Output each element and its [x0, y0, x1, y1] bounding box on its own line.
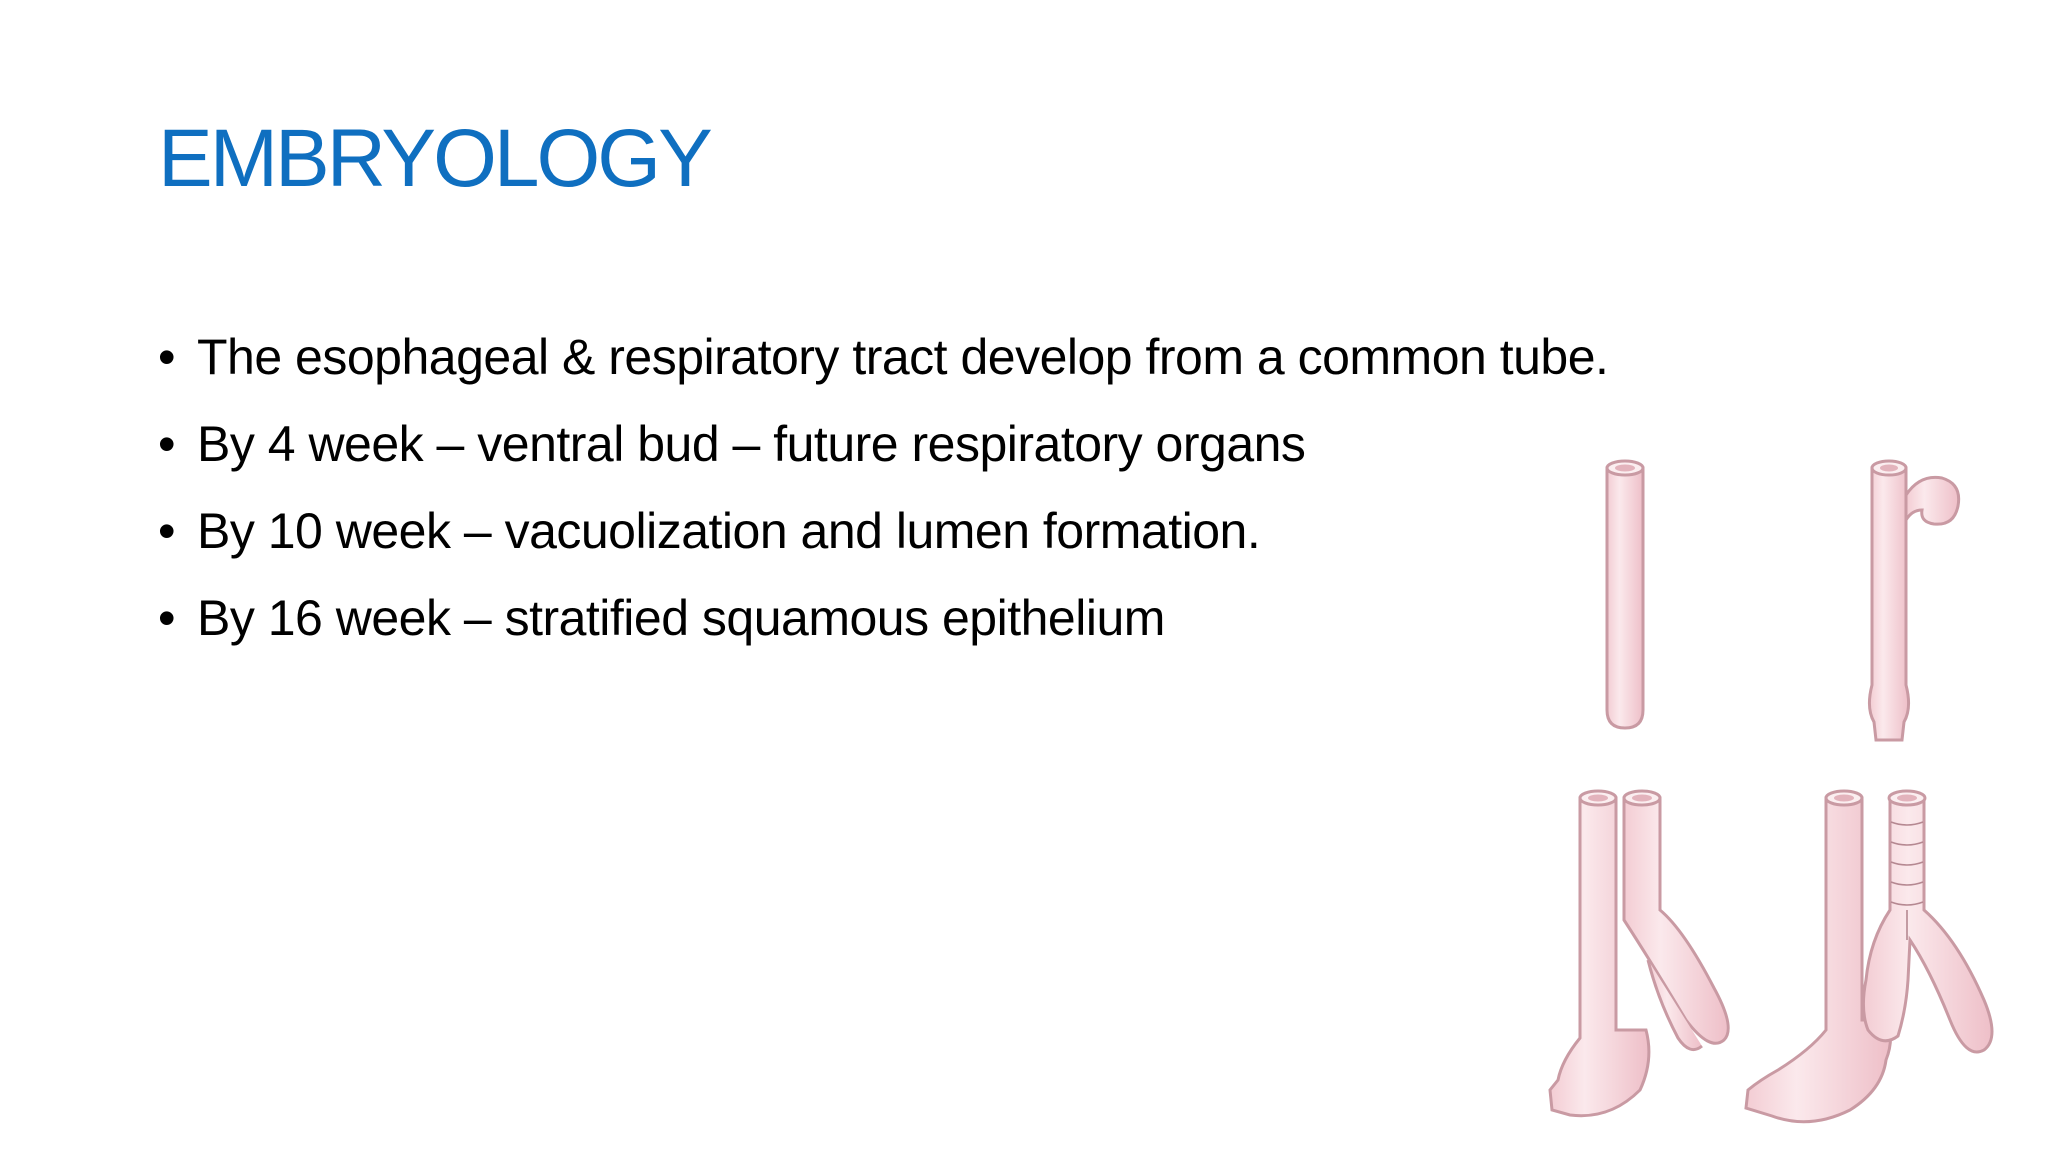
- bullet-item: The esophageal & respiratory tract devel…: [158, 314, 1609, 401]
- bullet-item: By 16 week – stratified squamous epithel…: [158, 575, 1608, 662]
- foregut-development-illustration: [1548, 459, 1994, 1124]
- stage-3-separating-tubes: [1548, 789, 1730, 1118]
- stage-4-esophagus-and-trachea: [1744, 789, 1994, 1124]
- bullet-item: By 10 week – vacuolization and lumen for…: [158, 488, 1608, 575]
- slide-title: EMBRYOLOGY: [158, 113, 713, 204]
- bullet-item: By 4 week – ventral bud – future respira…: [158, 401, 1608, 488]
- stage-2-tube-with-bud: [1867, 459, 1961, 742]
- bullet-list: The esophageal & respiratory tract devel…: [158, 314, 1609, 662]
- stage-1-tube: [1605, 459, 1645, 730]
